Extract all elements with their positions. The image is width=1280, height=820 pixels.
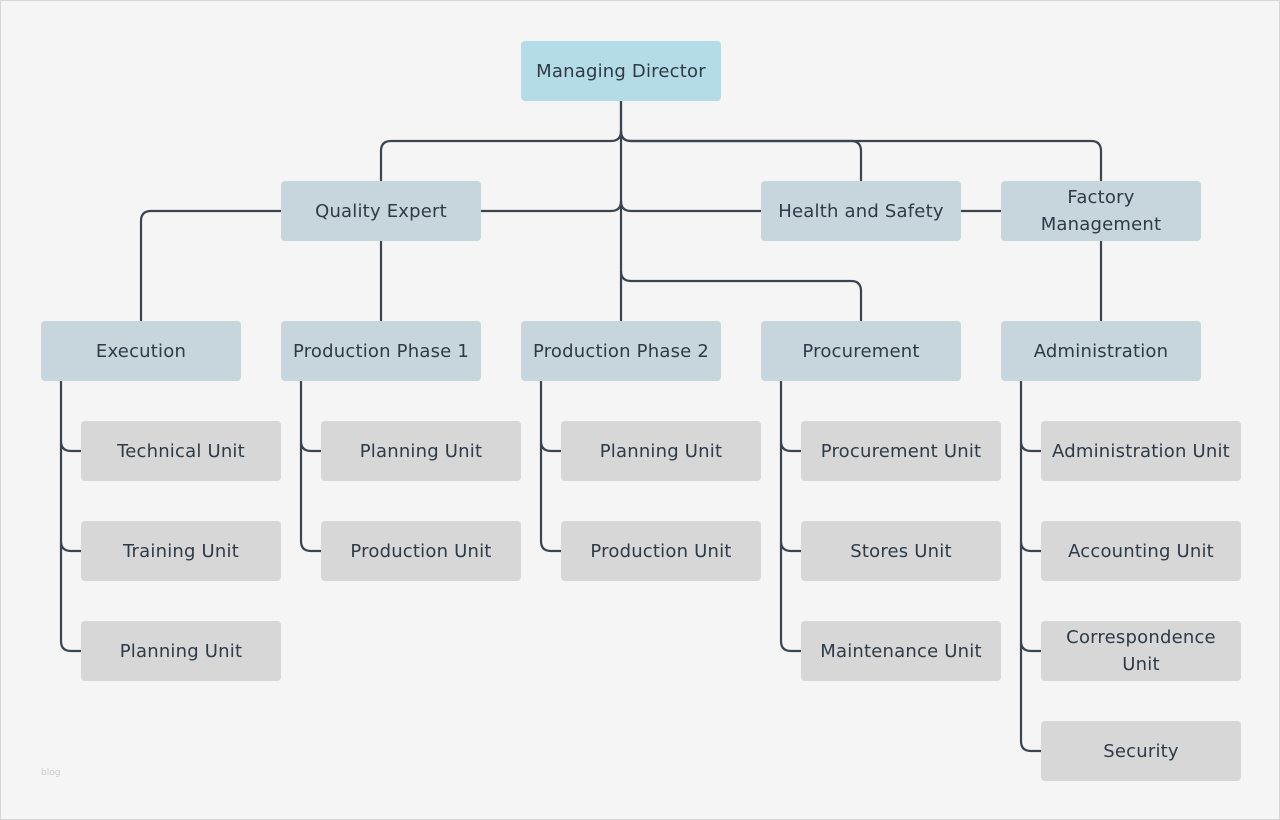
node-production-phase-1: Production Phase 1 (281, 321, 481, 381)
node-label: Planning Unit (359, 440, 483, 462)
node-phase1-production-unit: Production Unit (321, 521, 521, 581)
node-label: Production Unit (590, 540, 732, 562)
connector-root-to-factory (619, 129, 1103, 183)
node-label: Technical Unit (117, 440, 245, 462)
node-label: Production Phase 2 (532, 340, 709, 362)
node-quality-expert: Quality Expert (281, 181, 481, 241)
node-production-phase-2: Production Phase 2 (521, 321, 721, 381)
node-training-unit: Training Unit (81, 521, 281, 581)
connector-administration-units (1019, 379, 1043, 753)
node-label: Accounting Unit (1068, 540, 1214, 562)
node-label: Administration (1033, 340, 1169, 362)
connector-phase2-units (539, 379, 563, 553)
node-managing-director: Managing Director (521, 41, 721, 101)
connector-trunk-to-quality (479, 199, 623, 213)
node-phase2-planning-unit: Planning Unit (561, 421, 761, 481)
node-execution-planning-unit: Planning Unit (81, 621, 281, 681)
node-label: Security (1103, 740, 1179, 762)
node-label: Planning Unit (599, 440, 723, 462)
node-label: Administration Unit (1052, 440, 1230, 462)
connector-root-to-health (619, 129, 863, 183)
node-execution: Execution (41, 321, 241, 381)
node-procurement-unit: Procurement Unit (801, 421, 1001, 481)
node-label: Correspondence Unit (1066, 627, 1216, 675)
node-maintenance-unit: Maintenance Unit (801, 621, 1001, 681)
node-phase1-planning-unit: Planning Unit (321, 421, 521, 481)
node-label: Procurement Unit (820, 440, 982, 462)
connector-trunk-to-health (619, 199, 763, 213)
connector-execution-units (59, 379, 83, 653)
node-label: Stores Unit (850, 540, 952, 562)
node-correspondence-unit: Correspondence Unit (1041, 621, 1241, 681)
node-label: Execution (95, 340, 187, 362)
node-phase2-production-unit: Production Unit (561, 521, 761, 581)
node-security: Security (1041, 721, 1241, 781)
node-label: Quality Expert (315, 200, 447, 222)
node-procurement: Procurement (761, 321, 961, 381)
node-label: Production Phase 1 (292, 340, 469, 362)
watermark: blog (41, 768, 61, 778)
connector-procurement-units (779, 379, 803, 653)
node-stores-unit: Stores Unit (801, 521, 1001, 581)
node-label: Factory Management (1040, 187, 1162, 235)
node-label: Production Unit (350, 540, 492, 562)
node-label: Health and Safety (778, 200, 944, 222)
node-label: Training Unit (123, 540, 239, 562)
node-label: Planning Unit (119, 640, 243, 662)
node-technical-unit: Technical Unit (81, 421, 281, 481)
connector-root-to-quality (379, 99, 623, 183)
connector-trunk-to-procurement (619, 269, 863, 323)
node-label: Procurement (802, 340, 920, 362)
node-accounting-unit: Accounting Unit (1041, 521, 1241, 581)
connector-quality-to-execution (139, 209, 283, 323)
node-health-and-safety: Health and Safety (761, 181, 961, 241)
node-label: Managing Director (536, 60, 706, 82)
node-label: Maintenance Unit (820, 640, 982, 662)
node-administration: Administration (1001, 321, 1201, 381)
connector-phase1-units (299, 379, 323, 553)
node-factory-management: Factory Management (1001, 181, 1201, 241)
node-administration-unit: Administration Unit (1041, 421, 1241, 481)
